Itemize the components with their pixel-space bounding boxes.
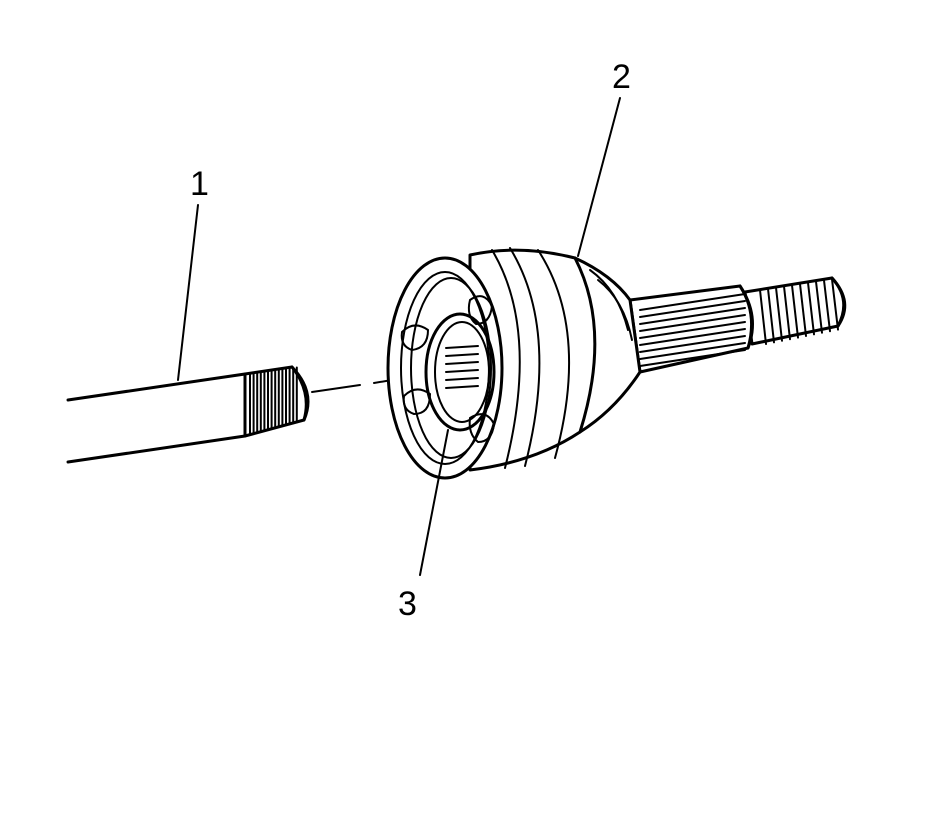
leader-3 xyxy=(419,429,449,576)
callout-1: 1 xyxy=(190,165,209,203)
leader-2 xyxy=(577,97,621,257)
threaded-stud xyxy=(743,276,847,346)
cv-joint-housing xyxy=(386,247,847,480)
axle-shaft xyxy=(66,365,310,464)
shaft-splines xyxy=(249,366,298,435)
callout-3: 3 xyxy=(398,585,417,623)
callout-2: 2 xyxy=(612,58,631,96)
leader-lines xyxy=(177,97,621,576)
leader-1 xyxy=(177,204,199,381)
retaining-ring xyxy=(400,295,496,443)
stub-shaft xyxy=(628,284,754,374)
